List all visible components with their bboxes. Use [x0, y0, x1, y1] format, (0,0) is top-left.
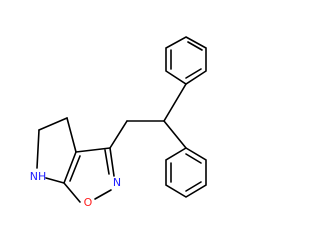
bond-c3-n-double — [104, 149, 110, 175]
bond-top-ring — [165, 36, 207, 85]
atom-label-o: O — [84, 196, 93, 209]
bond-ch-top-ring — [163, 83, 187, 122]
bond-ch-bottom-ring — [163, 120, 187, 149]
bond-top-ring-double-1 — [187, 41, 203, 51]
bond-c5-nh — [36, 129, 40, 169]
atom-label-nh: NH — [30, 170, 47, 183]
bond-ch2-isoxazole — [109, 120, 128, 149]
bond-c3-n — [109, 147, 115, 177]
atom-label-n: N — [113, 176, 121, 189]
bond-top-ring-double-2 — [185, 68, 202, 79]
bond-c6a-c3a — [63, 151, 77, 184]
bond-c3a-c3 — [75, 147, 111, 153]
bond-bottom-ring-double-2 — [185, 181, 202, 192]
linker-chain — [109, 83, 187, 149]
top-phenyl-ring — [165, 36, 207, 85]
bond-c3a-c4 — [66, 117, 77, 153]
bond-bottom-ring — [165, 147, 207, 198]
bond-c6a-c3a-double — [69, 155, 81, 182]
bond-o-c6a — [63, 182, 81, 203]
bond-c4-c5 — [38, 117, 68, 131]
bond-n-o — [94, 189, 112, 200]
bottom-phenyl-ring — [165, 147, 207, 198]
molecule-structure: N O NH — [30, 36, 207, 209]
bond-bottom-ring-double-1 — [185, 153, 202, 164]
bond-nh-c6a — [45, 177, 65, 184]
bicyclic-core — [36, 117, 115, 203]
